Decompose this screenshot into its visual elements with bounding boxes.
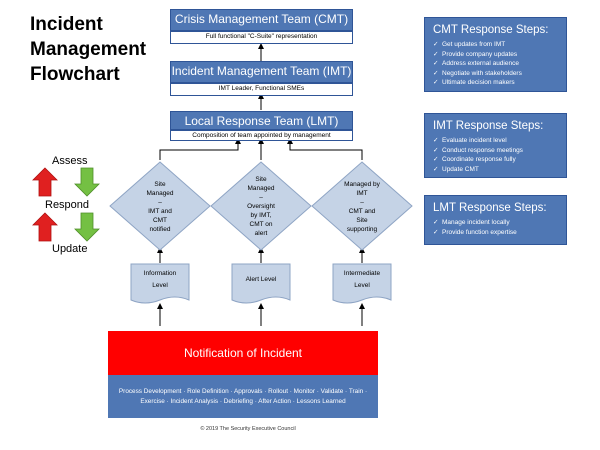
check-icon: ✓ — [433, 60, 439, 67]
copyright-text: © 2019 The Security Executive Council — [200, 426, 296, 432]
step-item: ✓Coordinate response fully — [433, 156, 516, 163]
imt-steps-title: IMT Response Steps: — [433, 120, 544, 132]
down-arrow-icon — [74, 212, 100, 242]
update-label: Update — [52, 243, 88, 255]
step-item: ✓Update CMT — [433, 165, 479, 173]
step-item: ✓Address external audience — [433, 60, 519, 67]
step-item: ✓Provide function expertise — [433, 228, 517, 236]
page-title: Incident Management Flowchart — [30, 12, 180, 87]
check-icon: ✓ — [433, 228, 439, 236]
step-item: ✓Ultimate decision makers — [433, 79, 515, 86]
level-doc-2 — [231, 263, 291, 304]
decision-diamond-1 — [109, 161, 211, 251]
respond-label: Respond — [45, 199, 90, 211]
check-icon: ✓ — [433, 165, 439, 173]
down-arrow-icon — [74, 167, 100, 197]
check-icon: ✓ — [433, 41, 439, 48]
check-icon: ✓ — [433, 50, 439, 58]
check-icon: ✓ — [433, 219, 439, 226]
step-item: ✓Conduct response meetings — [433, 146, 523, 154]
check-icon: ✓ — [433, 79, 439, 86]
cmt-team-description: Full functional "C-Suite" representation — [170, 31, 353, 44]
imt-team-box: Incident Management Team (IMT) — [170, 61, 353, 83]
check-icon: ✓ — [433, 146, 439, 154]
title-line: Incident — [30, 14, 103, 35]
cmt-steps-panel: CMT Response Steps: ✓Get updates from IM… — [424, 17, 567, 92]
step-item: ✓Negotiate with stakeholders — [433, 69, 522, 77]
imt-team-name: Incident Management Team (IMT) — [171, 64, 352, 78]
lmt-team-box: Local Response Team (LMT) — [170, 111, 353, 130]
imt-team-description: IMT Leader, Functional SMEs — [170, 83, 353, 96]
step-item: ✓Evaluate incident level — [433, 137, 507, 144]
arrow-diamond1-to-lmt — [159, 138, 241, 160]
lmt-team-name: Local Response Team (LMT) — [184, 114, 339, 128]
level-2-text: Alert Level — [245, 276, 277, 283]
step-item: ✓Manage incident locally — [433, 219, 510, 226]
process-line: Exercise · Incident Analysis · Debriefin… — [140, 398, 346, 405]
cmt-steps-title: CMT Response Steps: — [433, 24, 549, 36]
title-line: Management — [30, 39, 147, 60]
notification-box: Notification of Incident — [108, 331, 378, 375]
check-icon: ✓ — [433, 69, 439, 77]
level-doc-3 — [332, 263, 392, 304]
decision-diamond-2 — [210, 161, 312, 251]
up-arrow-icon — [32, 212, 58, 242]
step-item: ✓Get updates from IMT — [433, 41, 506, 48]
arrow-diamond3-to-lmt — [287, 138, 363, 160]
decision-diamond-3 — [311, 161, 413, 251]
level-doc-1 — [130, 263, 190, 304]
check-icon: ✓ — [433, 156, 439, 163]
cmt-team-name: Crisis Management Team (CMT) — [174, 12, 349, 26]
step-item: ✓Provide company updates — [433, 50, 518, 58]
lmt-team-description: Composition of team appointed by managem… — [170, 130, 353, 141]
check-icon: ✓ — [433, 137, 439, 144]
process-line: Process Development · Role Definition · … — [118, 388, 368, 395]
lmt-steps-panel: LMT Response Steps: ✓Manage incident loc… — [424, 195, 567, 245]
lmt-steps-title: LMT Response Steps: — [433, 202, 547, 214]
cmt-team-box: Crisis Management Team (CMT) — [170, 9, 353, 31]
process-box: Process Development · Role Definition · … — [108, 375, 378, 418]
imt-steps-panel: IMT Response Steps: ✓Evaluate incident l… — [424, 113, 567, 178]
up-arrow-icon — [32, 167, 58, 197]
title-line: Flowchart — [30, 64, 120, 85]
assess-label: Assess — [52, 155, 88, 167]
